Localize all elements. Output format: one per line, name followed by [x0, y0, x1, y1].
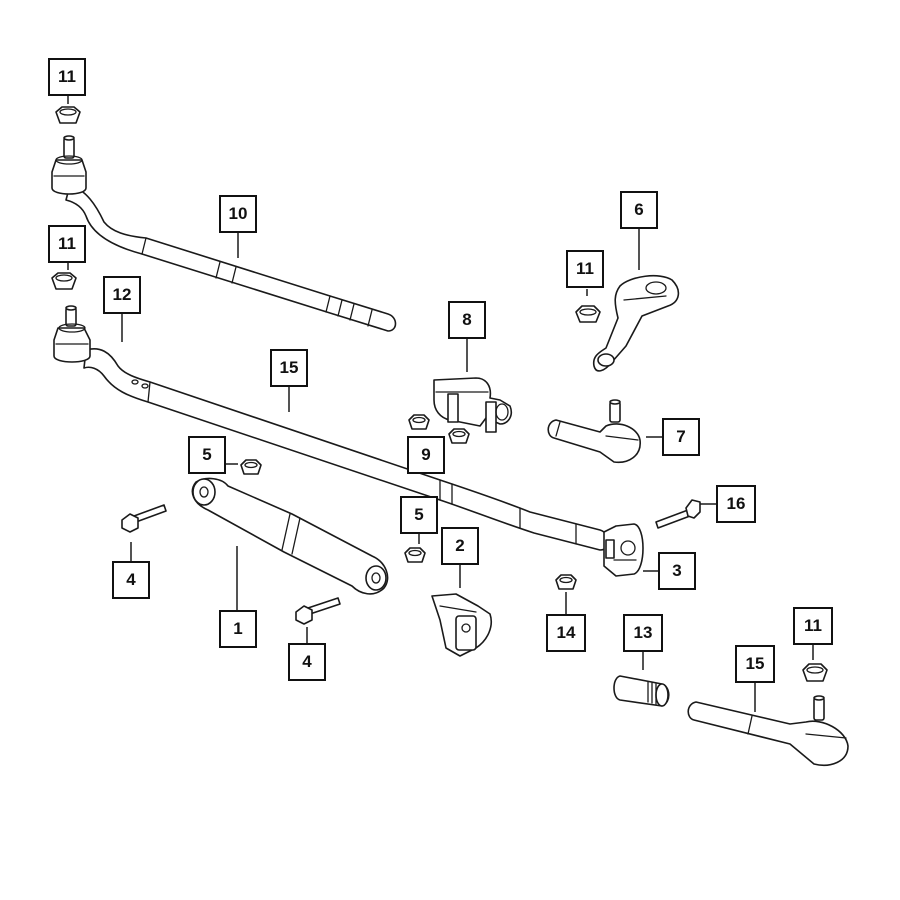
nut-11-pitman: [575, 305, 601, 323]
callout-12[interactable]: 12: [103, 276, 141, 314]
pitman-arm-6: [592, 274, 680, 372]
ball-joint-10: [51, 135, 87, 195]
callout-9[interactable]: 9: [407, 436, 445, 474]
nut-11-bottom: [802, 663, 828, 682]
bolt-4-right: [295, 597, 341, 625]
callout-5-lower[interactable]: 5: [400, 496, 438, 534]
callout-4-left[interactable]: 4: [112, 561, 150, 599]
nut-5-upper: [240, 459, 262, 475]
callout-14[interactable]: 14: [546, 614, 586, 652]
callout-11-bottom[interactable]: 11: [793, 607, 833, 645]
callout-11-top[interactable]: 11: [48, 58, 86, 96]
callout-15-center[interactable]: 15: [270, 349, 308, 387]
callout-8[interactable]: 8: [448, 301, 486, 339]
callout-11-pitman[interactable]: 11: [566, 250, 604, 288]
callout-16[interactable]: 16: [716, 485, 756, 523]
callout-2[interactable]: 2: [441, 527, 479, 565]
bracket-2: [431, 593, 492, 657]
callout-4-right[interactable]: 4: [288, 643, 326, 681]
clamp-8: [433, 377, 513, 433]
callout-3[interactable]: 3: [658, 552, 696, 590]
tie-rod-10: [65, 184, 397, 332]
callout-15-end[interactable]: 15: [735, 645, 775, 683]
callout-7[interactable]: 7: [662, 418, 700, 456]
callout-6[interactable]: 6: [620, 191, 658, 229]
leader-lines: [67, 96, 814, 712]
tie-rod-end-7: [547, 399, 641, 464]
callout-1[interactable]: 1: [219, 610, 257, 648]
nut-14: [555, 574, 577, 590]
callout-10[interactable]: 10: [219, 195, 257, 233]
nut-11-top: [55, 106, 81, 124]
bolt-16: [655, 499, 701, 529]
ball-joint-12: [53, 305, 91, 363]
nut-9-right: [448, 428, 470, 444]
center-link-15: [83, 348, 610, 551]
link-end-3: [603, 523, 644, 577]
callout-11-mid[interactable]: 11: [48, 225, 86, 263]
nut-9-left: [408, 414, 430, 430]
callout-5-upper[interactable]: 5: [188, 436, 226, 474]
nut-11-mid: [51, 272, 77, 290]
callout-13[interactable]: 13: [623, 614, 663, 652]
sleeve-13: [613, 675, 670, 707]
nut-5-lower: [404, 547, 426, 563]
tie-rod-end-15: [687, 695, 849, 766]
bolt-4-left: [121, 504, 167, 533]
steering-damper-1: [191, 477, 389, 595]
